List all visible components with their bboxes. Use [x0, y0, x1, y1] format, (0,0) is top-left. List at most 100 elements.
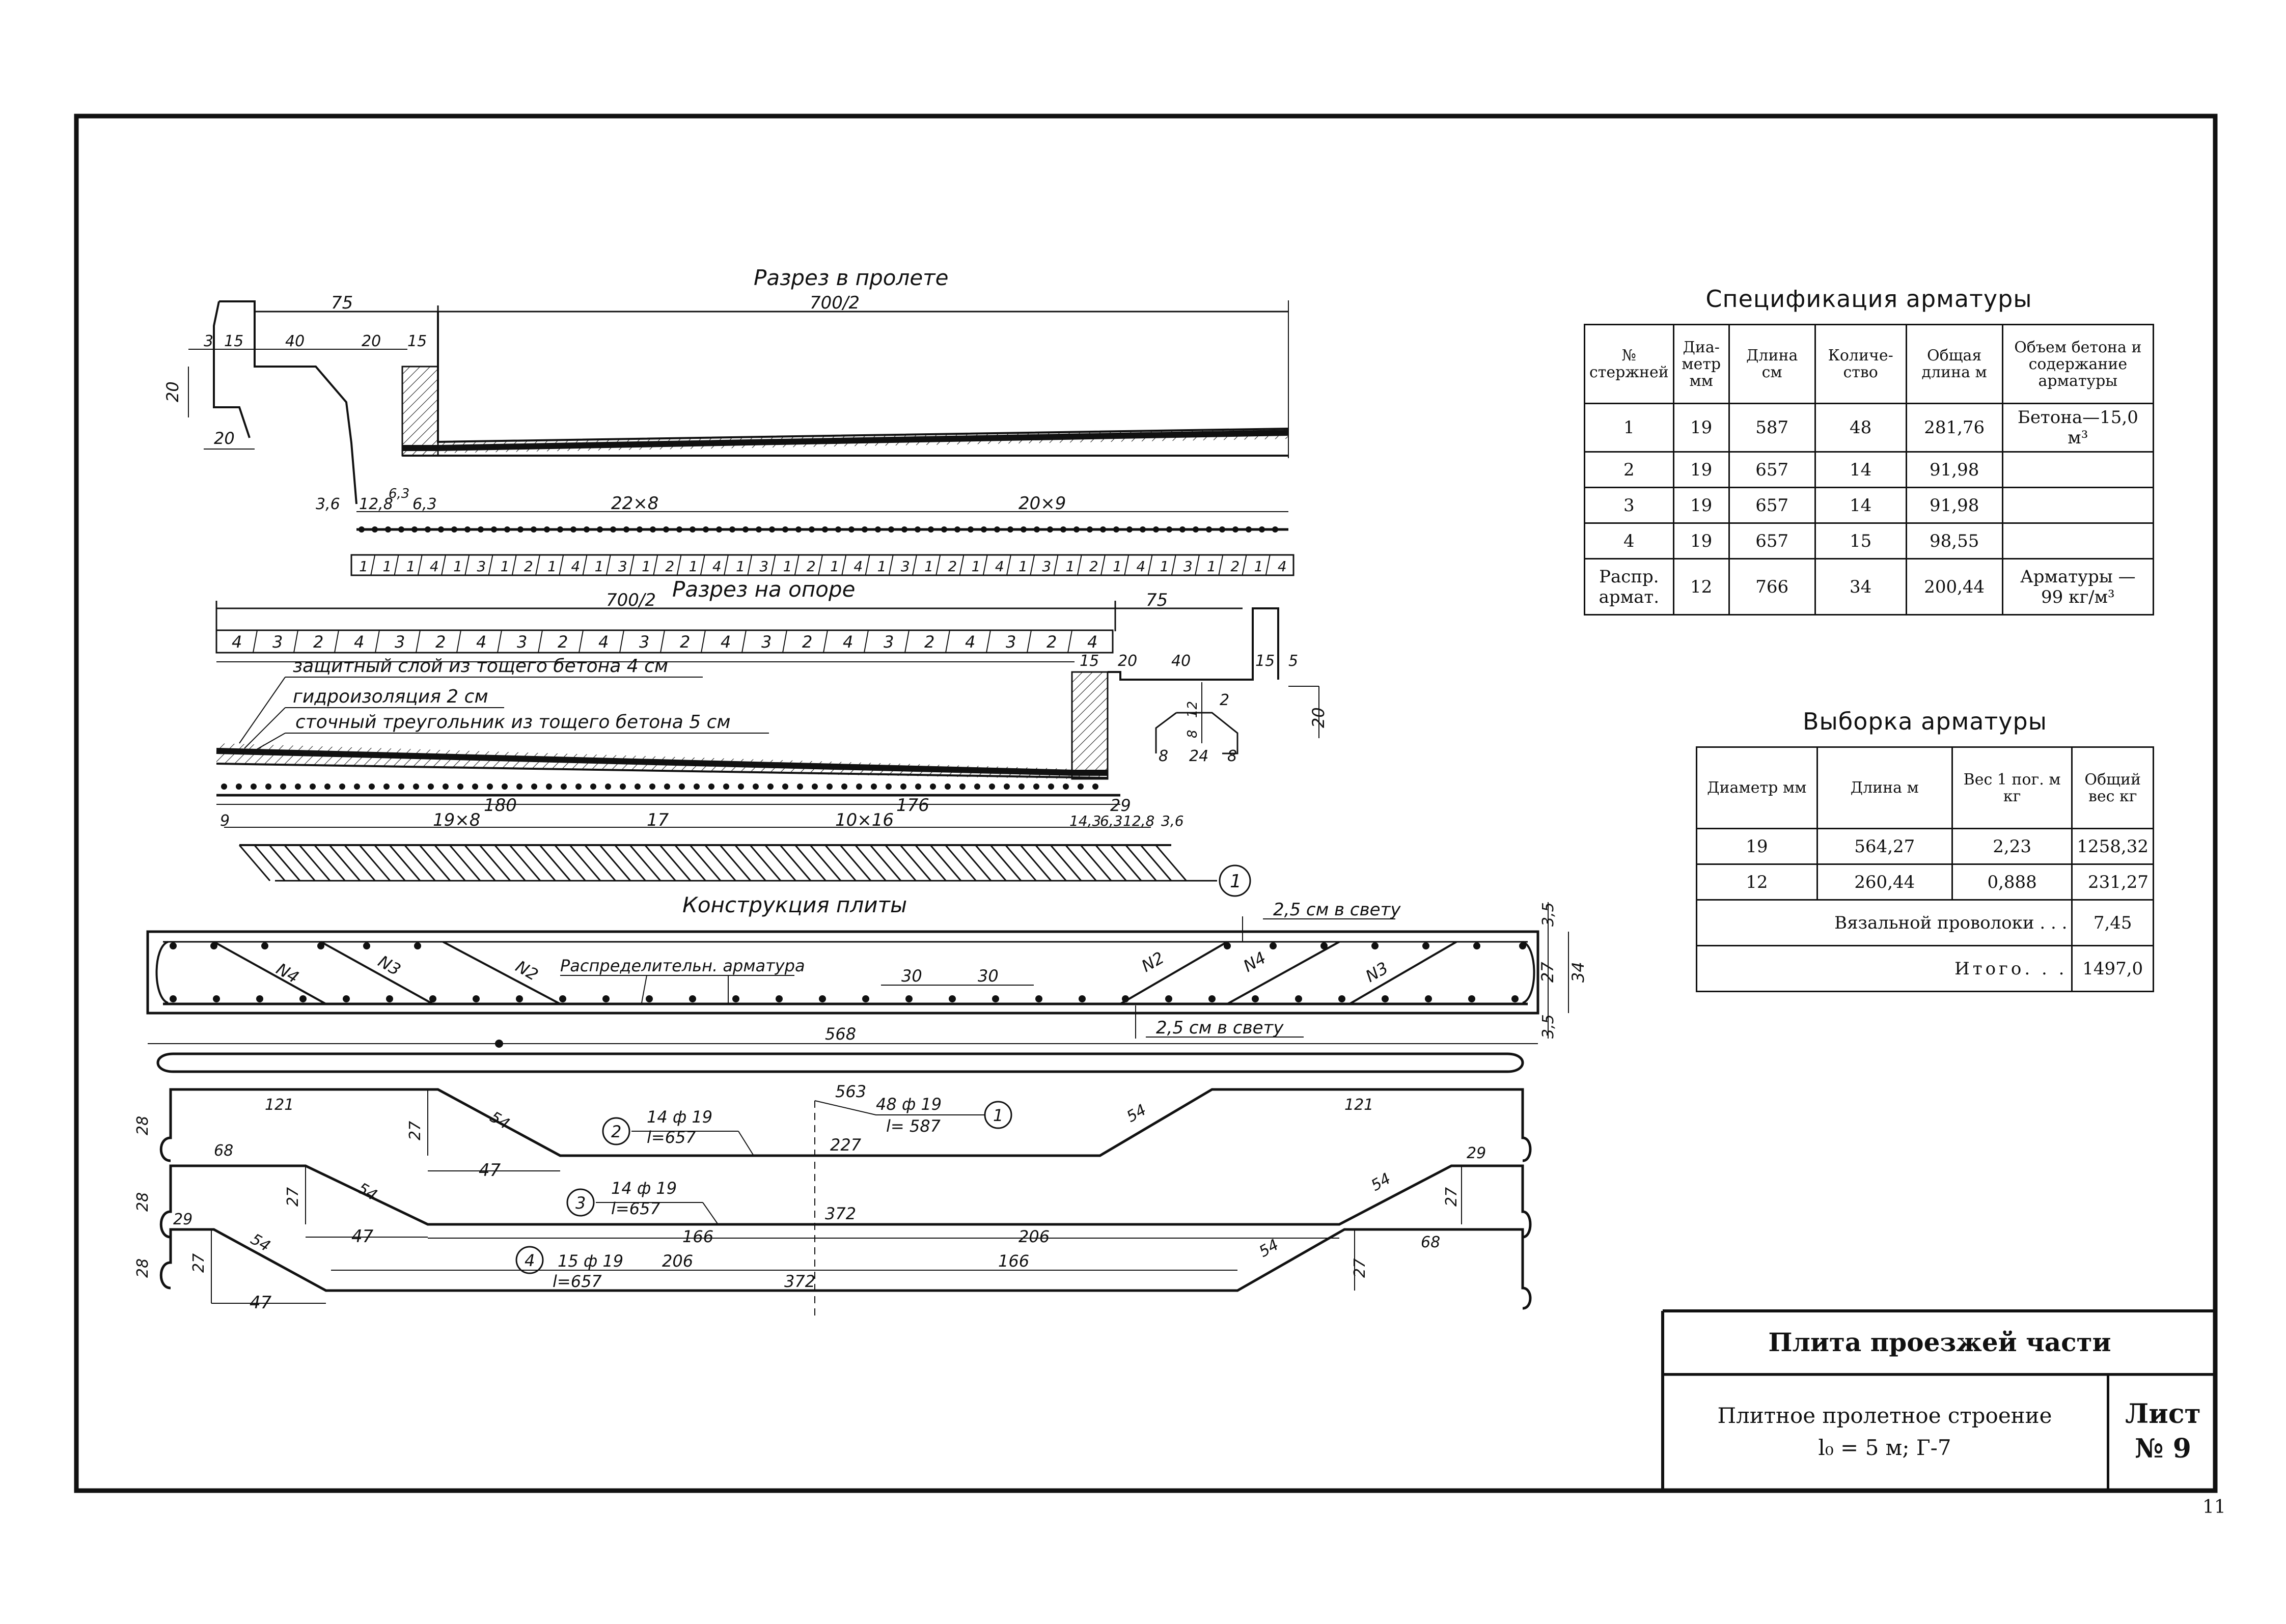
- bar-dot: [928, 526, 934, 533]
- dim-700-2: 700/2: [810, 293, 860, 313]
- stirrup-line: [794, 845, 827, 881]
- bar-dot: [602, 995, 610, 1002]
- support-bar-mark: 3: [517, 632, 527, 652]
- bar-dot: [930, 783, 936, 790]
- dim-22x8: 22×8: [611, 493, 658, 514]
- clear-cover-top: 2,5 см в свету: [1273, 900, 1401, 920]
- dim-40: 40: [285, 332, 305, 350]
- support-bar-mark: 3: [761, 632, 772, 652]
- table-row: 1 19 587 48 281,76 Бетона—15,0 м³: [1584, 403, 2155, 453]
- label-n2-right: N2: [1138, 948, 1167, 976]
- span-bar-mark: 1: [359, 558, 368, 575]
- support-bar-mark: 4: [1087, 632, 1097, 652]
- dim-20x9: 20×9: [1018, 493, 1066, 514]
- bar-dot: [1018, 783, 1025, 790]
- bar-dot: [425, 526, 431, 533]
- support-bar-mark: 4: [598, 632, 609, 652]
- span-bar-mark: 1: [972, 558, 981, 575]
- strip-divider: [959, 554, 965, 576]
- dim-24-support: 24: [1189, 747, 1208, 765]
- sel-cell: 1258,32: [2071, 828, 2154, 865]
- strip-divider: [701, 630, 706, 653]
- strip-divider: [1218, 554, 1224, 576]
- bar-dot: [295, 783, 301, 790]
- bar2-l: l=657: [647, 1128, 696, 1147]
- slab-construction: Конструкция плиты N4 N3 N2 N2 N4 N3 Расп…: [146, 892, 1588, 1039]
- bar4-d29: 29: [173, 1211, 192, 1228]
- curb-profile: [219, 300, 357, 505]
- bar-dot: [1208, 995, 1216, 1002]
- bar-dot: [372, 526, 378, 533]
- title-block: Плита проезжей части Плитное пролетное с…: [1663, 1311, 2217, 1490]
- span-bar-mark: 1: [1160, 558, 1169, 575]
- dim-10x16: 10×16: [835, 810, 894, 830]
- table-row: 4 19 657 15 98,55: [1584, 522, 2155, 559]
- stirrup-line: [839, 845, 872, 881]
- bar-dot: [398, 783, 404, 790]
- strip-divider: [464, 554, 470, 576]
- stirrup-line: [1050, 845, 1082, 881]
- dim-8b-support: 8: [1159, 747, 1168, 765]
- curb-detail: [1155, 712, 1238, 754]
- bar2-label: 14 ф 19: [647, 1107, 712, 1127]
- bar-dot: [324, 783, 330, 790]
- stirrup-line: [254, 845, 286, 881]
- bar-dot: [487, 783, 493, 790]
- bar-dot: [776, 995, 783, 1002]
- strip-divider: [782, 630, 787, 653]
- bar-dot: [546, 783, 552, 790]
- bar4-d54-left: 54: [247, 1230, 273, 1255]
- stirrup-line: [809, 845, 842, 881]
- label-30a: 30: [901, 966, 922, 986]
- strip-divider: [747, 554, 753, 576]
- spec-header-total-length: Общая длина м: [1905, 324, 2003, 404]
- bar-dot: [822, 526, 828, 533]
- dim-20v-support: 20: [1309, 707, 1328, 728]
- bar-dot: [1295, 995, 1302, 1002]
- span-bar-mark: 1: [830, 558, 839, 575]
- bar-dot: [949, 995, 956, 1002]
- spec-cell: 3: [1584, 487, 1674, 524]
- span-bar-mark: 1: [1207, 558, 1216, 575]
- strip-divider: [912, 554, 917, 576]
- table-row: Вязальной проволоки . . . 7,45: [1695, 899, 2154, 946]
- selection-table-block: Выборка арматуры Диаметр мм Длина м Вес …: [1695, 708, 2154, 992]
- stirrup-line: [1005, 845, 1037, 881]
- bar-dot: [504, 526, 510, 533]
- spec-cell: 19: [1672, 451, 1730, 488]
- bar-dot: [1511, 995, 1519, 1002]
- bar-dot: [1166, 526, 1172, 533]
- dim-176: 176: [896, 795, 929, 816]
- spec-cell: 19: [1672, 403, 1730, 453]
- stirrup-line: [749, 845, 782, 881]
- spec-cell: 2: [1584, 451, 1674, 488]
- total-label: Итого. . .: [1695, 945, 2073, 992]
- bar-dot: [584, 526, 590, 533]
- span-bar-mark: 4: [853, 558, 863, 575]
- stirrup-line: [539, 845, 571, 881]
- stirrup-line: [1155, 845, 1187, 881]
- bar-dot: [339, 783, 345, 790]
- bar-dot: [1021, 526, 1027, 533]
- dim-19x8: 19×8: [433, 810, 480, 830]
- strip-divider: [1195, 554, 1200, 576]
- bar-dot: [871, 783, 877, 790]
- bar2-d27: 27: [406, 1121, 424, 1140]
- bar-dot: [1073, 526, 1080, 533]
- span-bar-mark: 1: [547, 558, 557, 575]
- bar1-shape: [156, 1052, 1524, 1073]
- support-bar-mark: 3: [639, 632, 649, 652]
- spec-cell: 12: [1672, 558, 1730, 615]
- stirrup-line: [929, 845, 962, 881]
- bar-dot: [723, 783, 729, 790]
- bar4-callout-label: 4: [525, 1251, 535, 1270]
- section-span-title: Разрез в пролете: [754, 265, 949, 290]
- bar-dot: [1078, 783, 1084, 790]
- span-bar-mark: 1: [453, 558, 462, 575]
- spec-cell: 657: [1728, 451, 1816, 488]
- bar-dot: [1033, 783, 1039, 790]
- bar3-label: 14 ф 19: [611, 1179, 677, 1198]
- span-bar-mark: 1: [406, 558, 416, 575]
- span-bar-mark: 1: [783, 558, 792, 575]
- stirrup-line: [569, 845, 601, 881]
